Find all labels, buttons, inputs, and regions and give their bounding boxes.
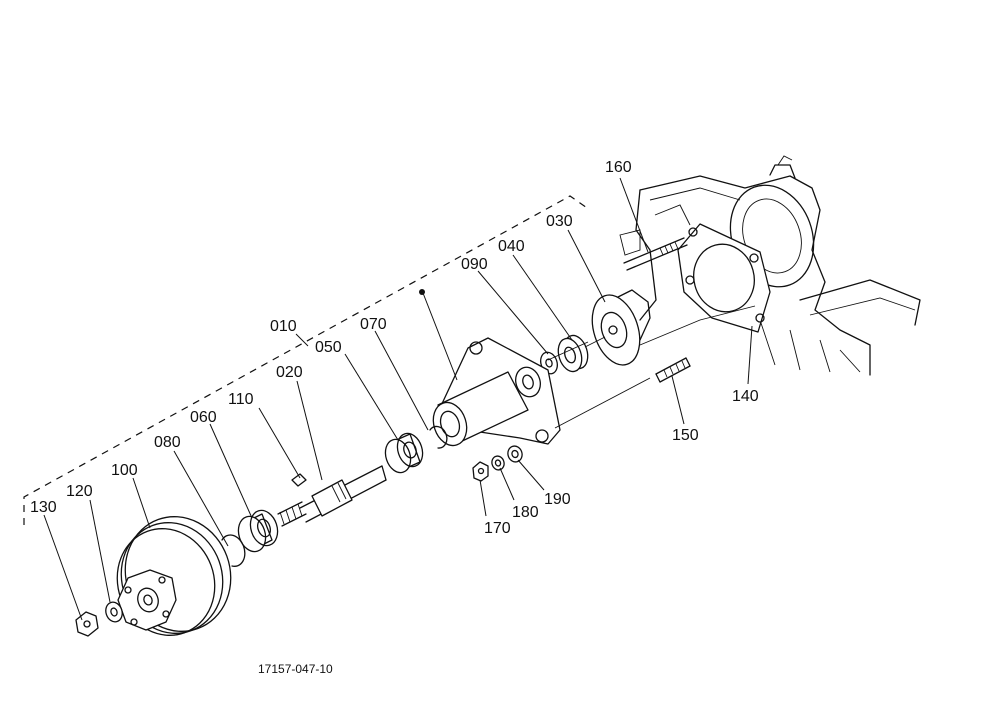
washer-120 <box>105 601 123 623</box>
nut-170 <box>472 461 489 482</box>
part-number-110: 110 <box>228 391 254 408</box>
seal-040 <box>557 334 589 373</box>
part-number-060: 060 <box>190 409 217 426</box>
leader-lines <box>43 177 753 621</box>
part-number-180: 180 <box>512 504 539 521</box>
pulley-100 <box>116 516 232 636</box>
washer-190 <box>507 445 523 463</box>
lock-washer-180 <box>491 455 505 471</box>
key-110 <box>291 473 307 487</box>
snap-ring-080 <box>221 534 246 567</box>
part-number-labels: 010 020 030 040 050 060 070 080 090 100 … <box>30 159 759 537</box>
bearing-060 <box>237 509 279 553</box>
part-number-140: 140 <box>732 388 759 405</box>
part-number-090: 090 <box>461 256 488 273</box>
part-number-080: 080 <box>154 434 181 451</box>
part-number-010: 010 <box>270 318 297 335</box>
part-number-190: 190 <box>544 491 571 508</box>
part-number-120: 120 <box>66 483 93 500</box>
part-number-130: 130 <box>30 499 57 516</box>
part-number-030: 030 <box>546 213 573 230</box>
alignment-line <box>547 341 589 361</box>
bearing-050 <box>384 432 424 474</box>
gasket-140 <box>677 223 771 333</box>
nut-130 <box>75 611 99 637</box>
snap-ring-070 <box>429 425 448 449</box>
part-number-160: 160 <box>605 159 632 176</box>
reference-dot <box>419 289 425 295</box>
assembly-bracket-010 <box>23 195 591 525</box>
stud-150 <box>655 357 691 383</box>
impeller-030 <box>591 289 651 366</box>
shaft-020 <box>277 465 387 527</box>
stud-160 <box>623 237 688 271</box>
part-number-020: 020 <box>276 364 303 381</box>
alignment-line <box>639 305 756 346</box>
part-number-070: 070 <box>360 316 387 333</box>
part-number-150: 150 <box>672 427 699 444</box>
part-number-100: 100 <box>111 462 138 479</box>
part-number-170: 170 <box>484 520 511 537</box>
drawing-number: 17157-047-10 <box>258 662 333 676</box>
alignment-line <box>554 377 651 429</box>
part-number-050: 050 <box>315 339 342 356</box>
engine-block <box>619 155 921 376</box>
part-number-040: 040 <box>498 238 525 255</box>
pump-body <box>432 337 561 447</box>
